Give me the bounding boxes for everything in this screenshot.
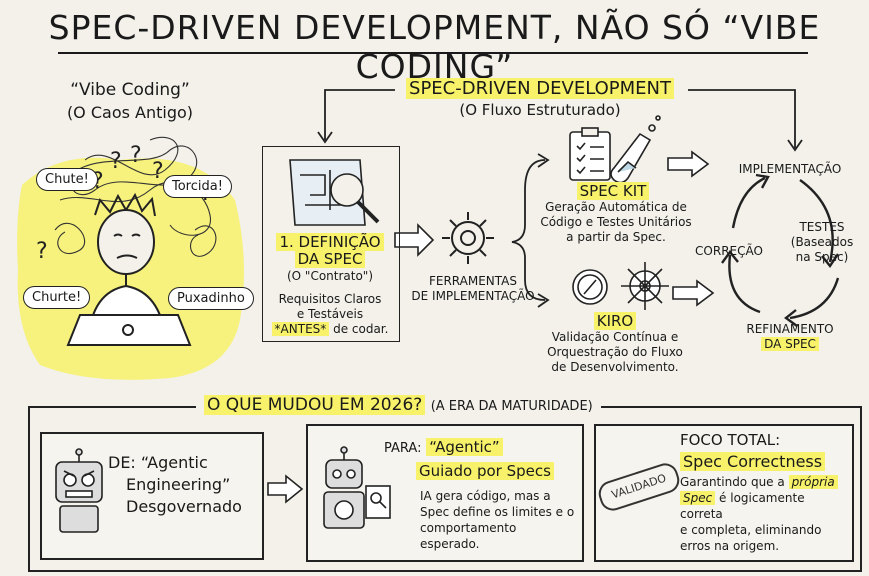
focus-desc: Garantindo que a própria Spec é logicame… (680, 474, 848, 554)
sdd-heading: SPEC-DRIVEN DEVELOPMENT (395, 78, 685, 99)
speckit-title-text: SPEC KIT (576, 182, 650, 200)
to-highlight-2-wrap: Guiado por Specs (384, 462, 554, 480)
cycle-correction: CORREÇÃO (695, 244, 763, 258)
focus-desc-pre: Garantindo que a (680, 475, 789, 489)
speckit-desc-line2: Código e Testes Unitários (540, 215, 692, 229)
cycle-tests-line1: TESTES (799, 220, 845, 234)
from-line1: “Agentic (140, 453, 208, 472)
svg-text:?: ? (152, 159, 164, 184)
from-line2: Engineering” (126, 475, 231, 494)
definition-title-line2: DA SPEC (294, 250, 366, 268)
kiro-title: KIRO (560, 312, 670, 330)
focus-title: FOCO TOTAL: Spec Correctness (680, 430, 850, 473)
svg-text:?: ? (36, 239, 48, 264)
definition-desc: Requisitos Claros e Testáveis *ANTES* de… (258, 292, 402, 337)
svg-text:?: ? (92, 169, 104, 194)
to-prefix: PARA: (384, 441, 422, 456)
cycle-refinement-line2: DA SPEC (761, 337, 819, 351)
to-desc: IA gera código, mas a Spec define os lim… (420, 488, 576, 552)
tools-label-line1: FERRAMENTAS (428, 274, 518, 288)
speckit-title: SPEC KIT (548, 182, 678, 200)
definition-desc-line2: e Testáveis (296, 307, 364, 321)
focus-desc-em1: própria (788, 475, 838, 489)
definition-desc-line1: Requisitos Claros (278, 292, 382, 306)
vibe-subheading: (O Caos Antigo) (66, 103, 194, 122)
kiro-desc-line1: Validação Contínua e (551, 330, 679, 344)
kiro-title-text: KIRO (593, 312, 637, 330)
focus-desc-line4: erros na origem. (680, 539, 780, 553)
focus-box (594, 424, 854, 562)
speckit-desc-line1: Geração Automática de (545, 200, 687, 214)
definition-title-line1: 1. DEFINIÇÃO (276, 233, 384, 251)
angry-robot-icon (55, 448, 103, 533)
cycle-tests-line3: na Spec) (795, 250, 849, 264)
to-desc-line3: comportamento esperado. (420, 521, 517, 551)
svg-text:?: ? (110, 149, 122, 174)
to-desc-line1: IA gera código, mas a (420, 489, 551, 503)
kiro-desc-line2: Orquestração do Fluxo (547, 345, 683, 359)
transition-arrow (267, 474, 304, 504)
svg-text:?: ? (130, 143, 142, 168)
to-desc-line2: Spec define os limites e o (420, 505, 575, 519)
to-highlight-2: Guiado por Specs (416, 462, 554, 480)
vibe-heading: “Vibe Coding” (70, 80, 190, 100)
bubble-chute: Chute! (36, 168, 98, 191)
cycle-refinement: REFINAMENTO DA SPEC (720, 322, 860, 352)
bottom-heading-sub: (A ERA DA MATURIDADE) (430, 399, 593, 414)
bubble-puxadinho: Puxadinho (168, 287, 254, 310)
to-title: PARA: “Agentic” Guiado por Specs (384, 436, 574, 482)
cycle-refinement-line1: REFINAMENTO (746, 322, 834, 336)
to-highlight-1: “Agentic” (426, 438, 503, 456)
speckit-desc-line3: a partir da Spec. (566, 230, 666, 244)
focus-desc-em2: Spec (680, 491, 716, 505)
from-text: DE: “Agentic Engineering” Desgovernado (108, 452, 258, 518)
sdd-heading-text: SPEC-DRIVEN DEVELOPMENT (406, 78, 674, 99)
focus-title-line: FOCO TOTAL: (680, 431, 781, 449)
speckit-desc: Geração Automática de Código e Testes Un… (536, 200, 696, 245)
focus-desc-post: é logicamente correta (680, 491, 805, 521)
definition-desc-before: *ANTES* (271, 322, 330, 336)
bubble-torcida: Torcida! (163, 175, 232, 198)
cycle-tests: TESTES (Baseados na Spec) (780, 220, 864, 265)
cycle-tests-line2: (Baseados (790, 235, 854, 249)
title-underline (58, 52, 808, 54)
from-line3: Desgovernado (126, 497, 242, 516)
sdd-subheading: (O Fluxo Estruturado) (459, 101, 621, 119)
cycle-implementation: IMPLEMENTAÇÃO (738, 162, 842, 176)
definition-title: 1. DEFINIÇÃO DA SPEC (262, 233, 398, 268)
tools-label: FERRAMENTAS DE IMPLEMENTAÇÃO (408, 274, 538, 304)
kiro-desc: Validação Contínua e Orquestração do Flu… (540, 330, 690, 375)
bottom-heading: O QUE MUDOU EM 2026? (A ERA DA MATURIDAD… (196, 395, 601, 415)
definition-contract: (O "Contrato") (286, 269, 374, 283)
focus-highlight: Spec Correctness (680, 452, 826, 471)
tools-label-line2: DE IMPLEMENTAÇÃO (411, 289, 535, 303)
from-prefix: DE: (108, 453, 136, 472)
guided-robot-icon (323, 446, 391, 529)
bubble-churte: Churte! (23, 286, 91, 309)
definition-desc-line3: de codar. (329, 322, 389, 336)
bottom-heading-main: O QUE MUDOU EM 2026? (204, 395, 426, 415)
kiro-desc-line3: de Desenvolvimento. (551, 360, 679, 374)
focus-desc-line3: e completa, eliminando (680, 523, 822, 537)
